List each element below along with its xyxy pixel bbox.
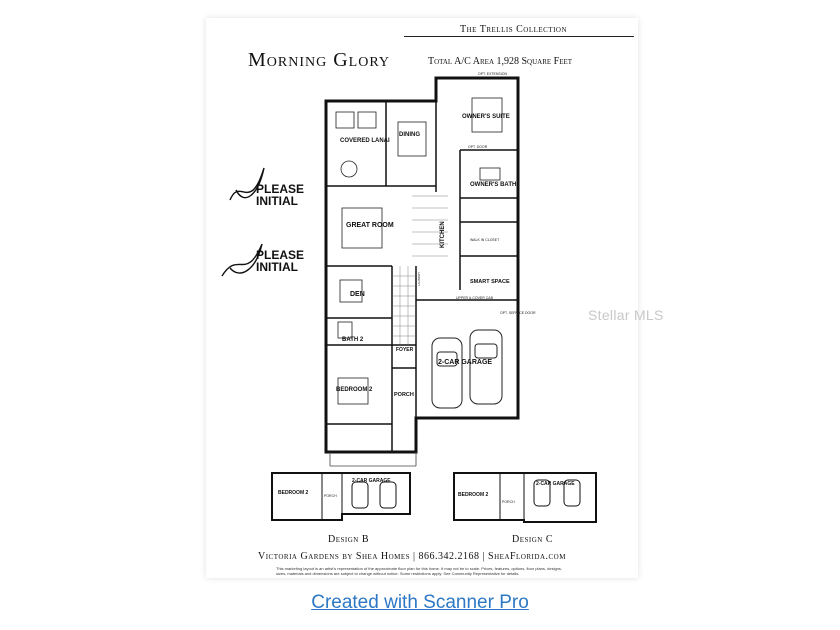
label-opt-service-door: OPT. SERVICE DOOR: [500, 311, 536, 315]
room-label-kitchen: KITCHEN: [440, 221, 446, 248]
design-b-porch-label: PORCH: [324, 494, 337, 498]
room-label-garage: 2-CAR GARAGE: [438, 359, 492, 366]
room-label-covered-lanai: COVERED LANAI: [340, 138, 390, 144]
room-label-great-room: GREAT ROOM: [346, 222, 394, 229]
collection-name: The Trellis Collection: [460, 24, 568, 35]
design-c-thumbnail: [453, 472, 597, 523]
room-label-owners-suite: OWNER'S SUITE: [462, 114, 510, 120]
mls-watermark: Stellar MLS: [588, 307, 664, 323]
room-label-dining: DINING: [399, 132, 420, 138]
design-c-bedroom-label: BEDROOM 2: [458, 492, 489, 498]
room-label-owners-bath: OWNER'S BATH: [470, 182, 516, 188]
room-label-bath-2: BATH 2: [342, 337, 364, 343]
please-initial-line2: INITIAL: [256, 194, 298, 208]
room-label-den: DEN: [350, 291, 365, 298]
please-initial-line1: PLEASE: [256, 248, 305, 262]
collection-underline: [404, 36, 634, 37]
garage-cars: [431, 329, 503, 409]
room-label-laundry: LAUNDRY: [417, 272, 421, 286]
floor-plan-sheet: [206, 18, 638, 578]
design-c-caption: Design C: [512, 534, 554, 545]
label-upper-cover-cab: UPPER & COVER CAB: [456, 296, 494, 300]
room-label-foyer: FOYER: [396, 347, 414, 353]
please-initial-line2: INITIAL: [256, 260, 298, 274]
room-label-walk-in-closet: WALK IN CLOSET: [470, 238, 500, 242]
please-initial-stamp-1: PLEASE INITIAL: [256, 183, 304, 207]
plan-title: Morning Glory: [248, 49, 391, 71]
room-label-porch: PORCH: [394, 392, 414, 398]
disclaimer-fine-print: This marketing layout is an artist's rep…: [276, 566, 563, 576]
tile-pattern: [392, 195, 448, 345]
label-opt-door: OPT. DOOR: [468, 145, 488, 149]
design-b-thumbnail: [271, 472, 411, 521]
plan-area: Total A/C Area 1,928 Square Feet: [428, 56, 573, 67]
design-c-garage-label: 2-CAR GARAGE: [536, 481, 575, 487]
initial-scribbles: [221, 167, 265, 277]
design-b-caption: Design B: [328, 534, 370, 545]
builder-contact-line: Victoria Gardens by Shea Homes | 866.342…: [258, 551, 566, 562]
room-label-bedroom-2: BEDROOM 2: [336, 387, 373, 393]
plan-interior-walls: [326, 101, 518, 452]
plan-walls: [324, 76, 520, 454]
please-initial-line1: PLEASE: [256, 182, 305, 196]
scanner-pro-link[interactable]: Created with Scanner Pro: [311, 592, 529, 613]
furniture: [335, 97, 503, 405]
design-b-garage-label: 2-CAR GARAGE: [352, 478, 391, 484]
design-b-bedroom-label: BEDROOM 2: [278, 490, 309, 496]
please-initial-stamp-2: PLEASE INITIAL: [256, 249, 304, 273]
room-label-smart-space: SMART SPACE: [470, 279, 510, 285]
entry-walk: [329, 452, 417, 467]
design-c-porch-label: PORCH: [502, 500, 515, 504]
label-opt-extension: OPT. EXTENSION: [478, 72, 507, 76]
